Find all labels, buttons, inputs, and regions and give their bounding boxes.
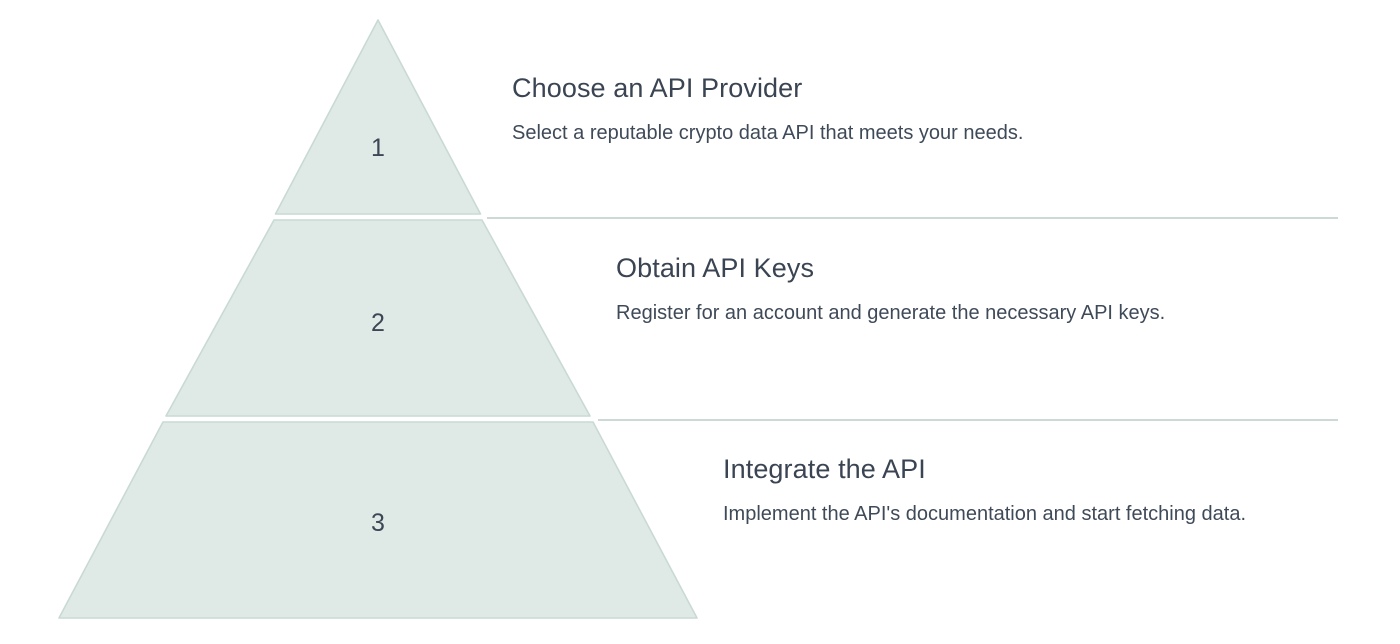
step-divider-2 <box>598 419 1338 421</box>
step-title-3: Integrate the API <box>723 454 926 484</box>
pyramid-segment-number-2: 2 <box>371 309 385 337</box>
step-text-block-3: Integrate the API Implement the API's do… <box>723 453 1343 530</box>
pyramid-segment-number-1: 1 <box>371 134 385 162</box>
pyramid-segment-3[interactable] <box>58 421 698 619</box>
step-text-block-2: Obtain API Keys Register for an account … <box>616 252 1316 329</box>
step-description-3: Implement the API's documentation and st… <box>723 502 1247 525</box>
pyramid-segment-number-3: 3 <box>371 509 385 537</box>
step-title-1: Choose an API Provider <box>512 73 803 103</box>
step-description-1: Select a reputable crypto data API that … <box>512 121 1024 144</box>
pyramid-segment-2[interactable] <box>165 219 591 417</box>
pyramid-segment-1[interactable] <box>274 19 482 215</box>
step-text-block-1: Choose an API Provider Select a reputabl… <box>512 72 1342 149</box>
step-title-2: Obtain API Keys <box>616 253 815 283</box>
step-divider-1 <box>487 217 1338 219</box>
step-description-2: Register for an account and generate the… <box>616 301 1166 324</box>
